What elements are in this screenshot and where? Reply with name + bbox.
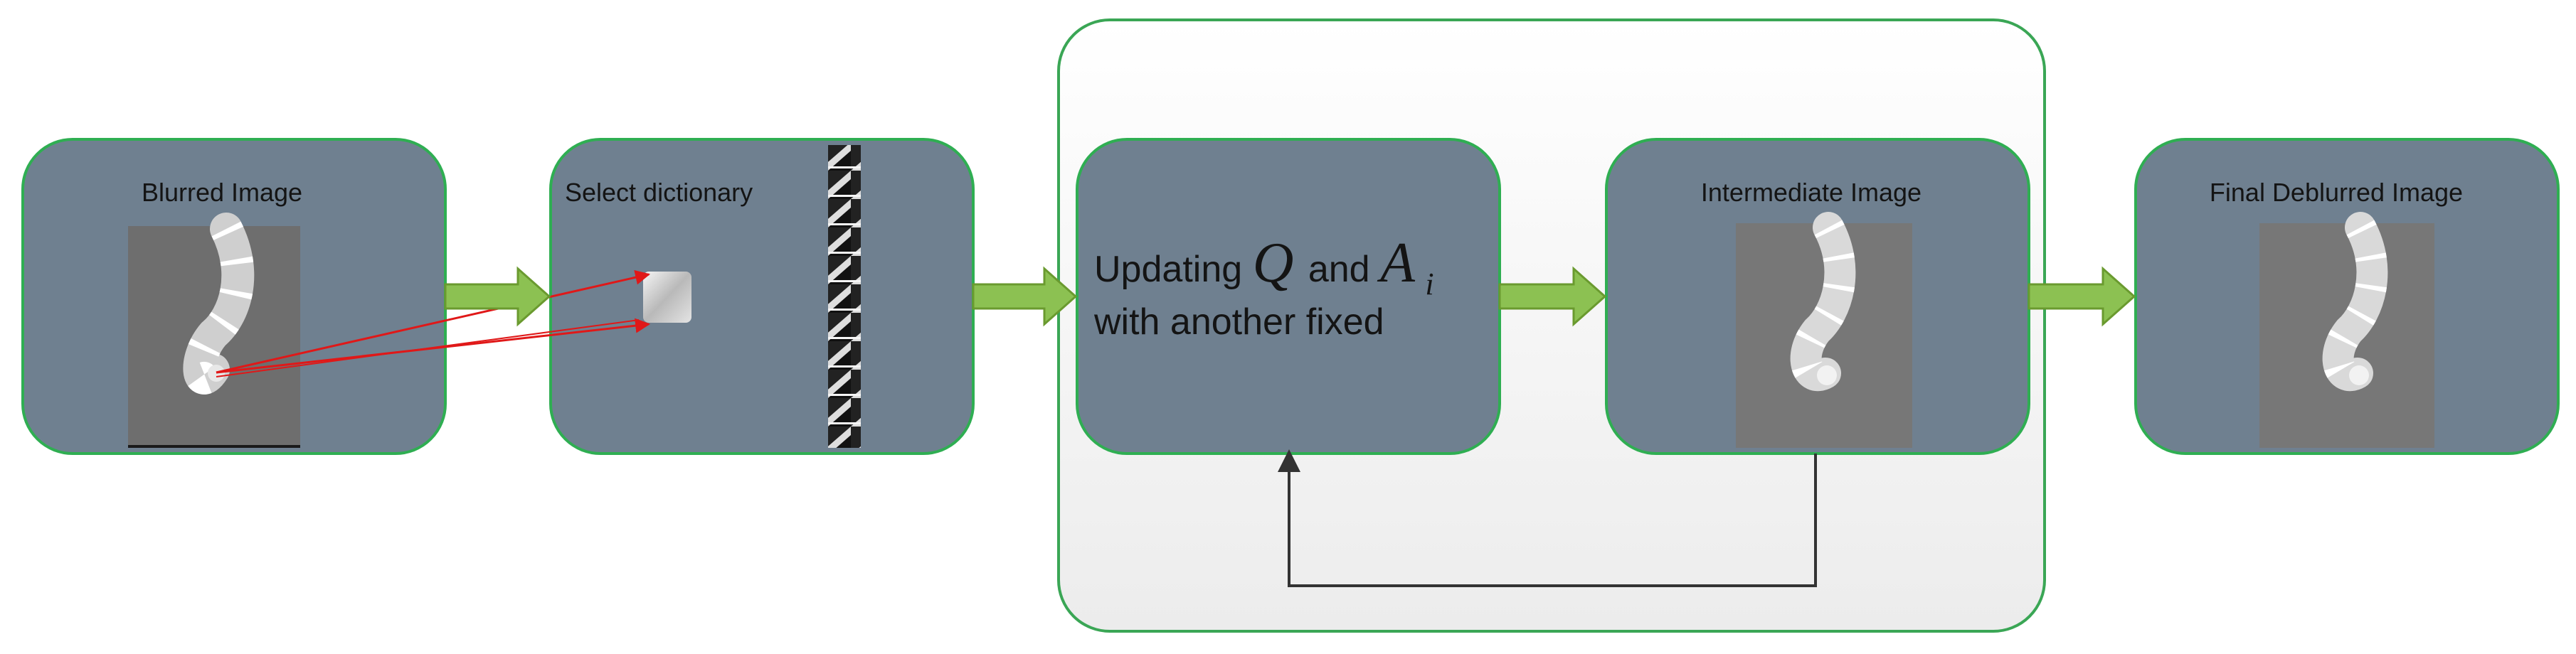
feedback-loop-arrow [1278,449,1817,587]
intermediate-image-node: Intermediate Image [1605,138,2030,455]
update-step-node: Updating Q and A i with another fixed [1076,138,1501,455]
final-worm-thumbnail [2259,212,2434,448]
a-symbol: A [1377,232,1416,294]
intermediate-worm-thumbnail [1736,212,1912,448]
flow-arrow-1 [444,266,551,327]
dictionary-atoms-strip [828,145,861,448]
flow-arrow-4 [2028,266,2136,327]
update-step-text-line2: with another fixed [1093,301,1384,343]
update-step-box [1076,138,1501,455]
flow-arrow-2 [972,266,1078,327]
intermediate-image-label: Intermediate Image [1701,178,1922,207]
final-image-label: Final Deblurred Image [2210,178,2463,207]
a-subscript-i: i [1425,267,1433,301]
blurred-image-label: Blurred Image [142,178,302,207]
blurred-worm-thumbnail [128,213,300,448]
patch-arrow-upper [216,269,651,374]
flow-arrow-3 [1498,266,1607,327]
patch-arrow-extra [216,319,640,377]
update-step-text-line1: Updating Q and A i [1094,232,1434,301]
patch-selection-arrows [216,269,651,377]
final-image-node: Final Deblurred Image [2134,138,2560,455]
q-symbol: Q [1253,232,1294,294]
select-dictionary-label: Select dictionary [565,178,753,207]
update-prefix: Updating [1094,249,1242,290]
select-dictionary-node: Select dictionary [549,138,975,455]
update-conj: and [1308,249,1370,290]
blurred-image-node: Blurred Image [21,138,447,455]
image-patch-thumbnail [643,272,691,323]
